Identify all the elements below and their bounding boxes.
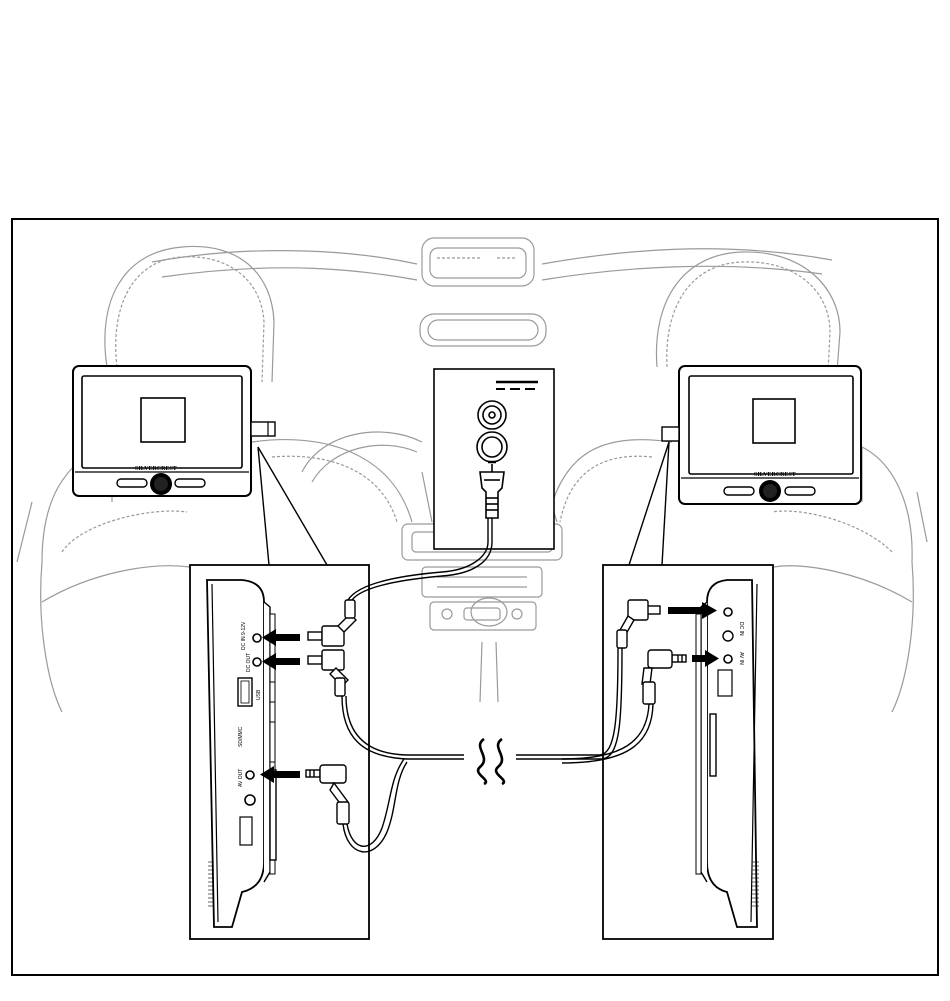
av-out-port <box>246 771 254 779</box>
dc-in-port <box>253 634 261 642</box>
left-screen-placeholder <box>141 398 185 442</box>
label-dc-out: DC OUT <box>246 653 252 672</box>
right-dc-in-port <box>724 608 732 616</box>
label-right-dc-in: DC IN <box>738 622 744 636</box>
diagram-frame: SILVERCREST SILVERCREST <box>11 218 939 976</box>
dc-out-port <box>253 658 261 666</box>
cigarette-lighter-panel <box>434 369 554 549</box>
right-detail-panel: DC IN AV IN <box>603 565 773 939</box>
label-av-out: AV OUT <box>238 769 244 787</box>
right-screen-placeholder <box>753 399 795 443</box>
cable-break-symbol <box>478 739 504 784</box>
label-right-av-in: AV IN <box>738 652 744 665</box>
label-sd: SD/MMC <box>238 726 244 747</box>
label-dc-in: DC IN 9-12V <box>241 621 247 650</box>
right-monitor: SILVERCREST <box>662 366 861 504</box>
left-monitor-brand: SILVERCREST <box>135 466 177 472</box>
sd-slot <box>270 770 276 860</box>
label-usb: USB <box>256 689 262 700</box>
left-monitor: SILVERCREST <box>73 366 275 496</box>
right-monitor-brand: SILVERCREST <box>754 472 796 478</box>
car-headrest-connection-diagram: SILVERCREST SILVERCREST <box>13 220 937 974</box>
left-detail-panel: DC IN 9-12V DC OUT USB SD/MMC AV OUT <box>190 565 369 939</box>
right-av-in-port <box>724 655 732 663</box>
